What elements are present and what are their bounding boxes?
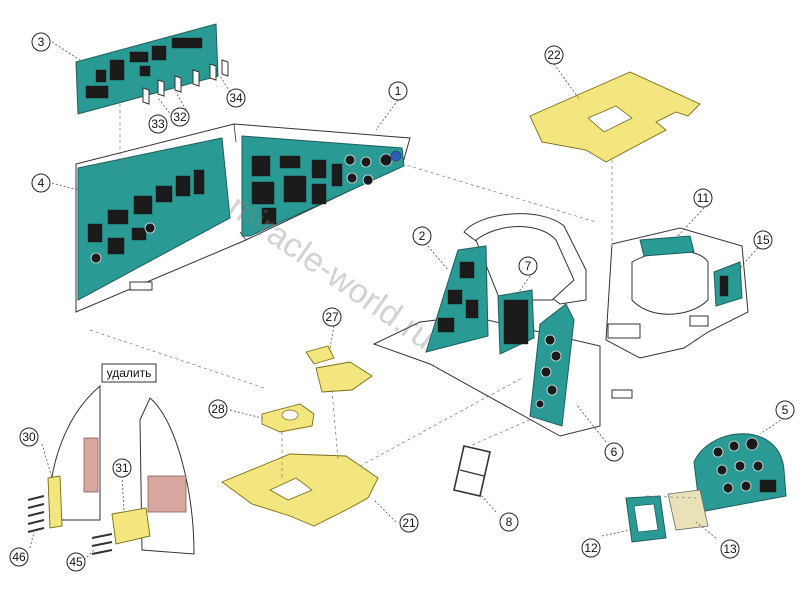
callout-34: 34 — [226, 88, 246, 108]
callout-30-label: 30 — [22, 430, 36, 444]
seat-pad-parts — [47, 475, 151, 545]
callout-1-label: 1 — [395, 84, 402, 98]
overhead-panel-part — [75, 23, 219, 115]
round-panel-part-5 — [693, 433, 787, 513]
floor-plate-part-21 — [221, 453, 379, 527]
callout-34-label: 34 — [229, 91, 243, 105]
callout-21: 21 — [399, 513, 419, 533]
callout-32-label: 32 — [173, 110, 187, 124]
callout-15: 15 — [753, 230, 773, 250]
callout-30: 30 — [19, 427, 39, 447]
callout-11: 11 — [693, 188, 713, 208]
callout-1: 1 — [388, 81, 408, 101]
callout-4: 4 — [31, 173, 51, 193]
callout-28-label: 28 — [211, 402, 225, 416]
left-panel-part — [77, 137, 231, 301]
center-console-part-7 — [497, 289, 535, 355]
rivet-parts — [27, 495, 113, 555]
callout-13: 13 — [720, 539, 740, 559]
callout-32: 32 — [170, 107, 190, 127]
floor-plate-22 — [529, 71, 701, 163]
callout-8: 8 — [499, 512, 519, 532]
callout-2-label: 2 — [419, 229, 426, 243]
round-plate-part-28 — [261, 403, 315, 433]
bezel-part-12 — [625, 495, 667, 543]
callout-33-label: 33 — [151, 117, 165, 131]
top-box-part-11 — [639, 235, 695, 257]
frame-part-8 — [453, 445, 491, 497]
callout-46: 46 — [9, 547, 29, 567]
leader-lines — [29, 41, 785, 561]
callout-33: 33 — [148, 114, 168, 134]
glass-part-13 — [667, 489, 709, 531]
callout-46-label: 46 — [12, 550, 26, 564]
assembly-guides — [89, 104, 697, 499]
callout-7: 7 — [518, 256, 538, 276]
side-panel-part-15 — [713, 261, 743, 307]
callout-4-label: 4 — [38, 176, 45, 190]
callout-3: 3 — [31, 32, 51, 52]
callout-21-label: 21 — [402, 516, 416, 530]
remove-label: удалить — [107, 366, 152, 380]
bracket-part-27 — [305, 345, 373, 393]
callout-45: 45 — [66, 552, 86, 572]
callout-5-label: 5 — [782, 403, 789, 417]
callout-15-label: 15 — [756, 233, 770, 247]
callout-6: 6 — [604, 442, 624, 462]
clip-parts — [142, 59, 229, 105]
front-panel-part-6 — [529, 303, 575, 427]
callout-13-label: 13 — [723, 542, 737, 556]
callout-27-label: 27 — [325, 310, 339, 324]
callout-31: 31 — [112, 458, 132, 478]
watermark-text: miracle-world.ru — [221, 187, 441, 357]
callout-45-label: 45 — [69, 555, 83, 569]
callout-11-label: 11 — [697, 191, 710, 205]
callout-2: 2 — [412, 226, 432, 246]
center-panel-part — [241, 135, 405, 237]
remove-note: удалить — [101, 363, 157, 383]
callout-8-label: 8 — [506, 515, 513, 529]
callout-12-label: 12 — [584, 541, 598, 555]
side-console-part-2 — [425, 245, 489, 353]
callout-5: 5 — [775, 400, 795, 420]
callout-3-label: 3 — [38, 35, 45, 49]
callout-27: 27 — [322, 307, 342, 327]
callout-31-label: 31 — [115, 461, 129, 475]
callout-22-label: 22 — [547, 48, 561, 62]
callout-22: 22 — [544, 45, 564, 65]
callout-7-label: 7 — [525, 259, 532, 273]
callout-28: 28 — [208, 399, 228, 419]
seat-part-right — [139, 397, 195, 555]
callout-6-label: 6 — [611, 445, 618, 459]
callout-12: 12 — [581, 538, 601, 558]
